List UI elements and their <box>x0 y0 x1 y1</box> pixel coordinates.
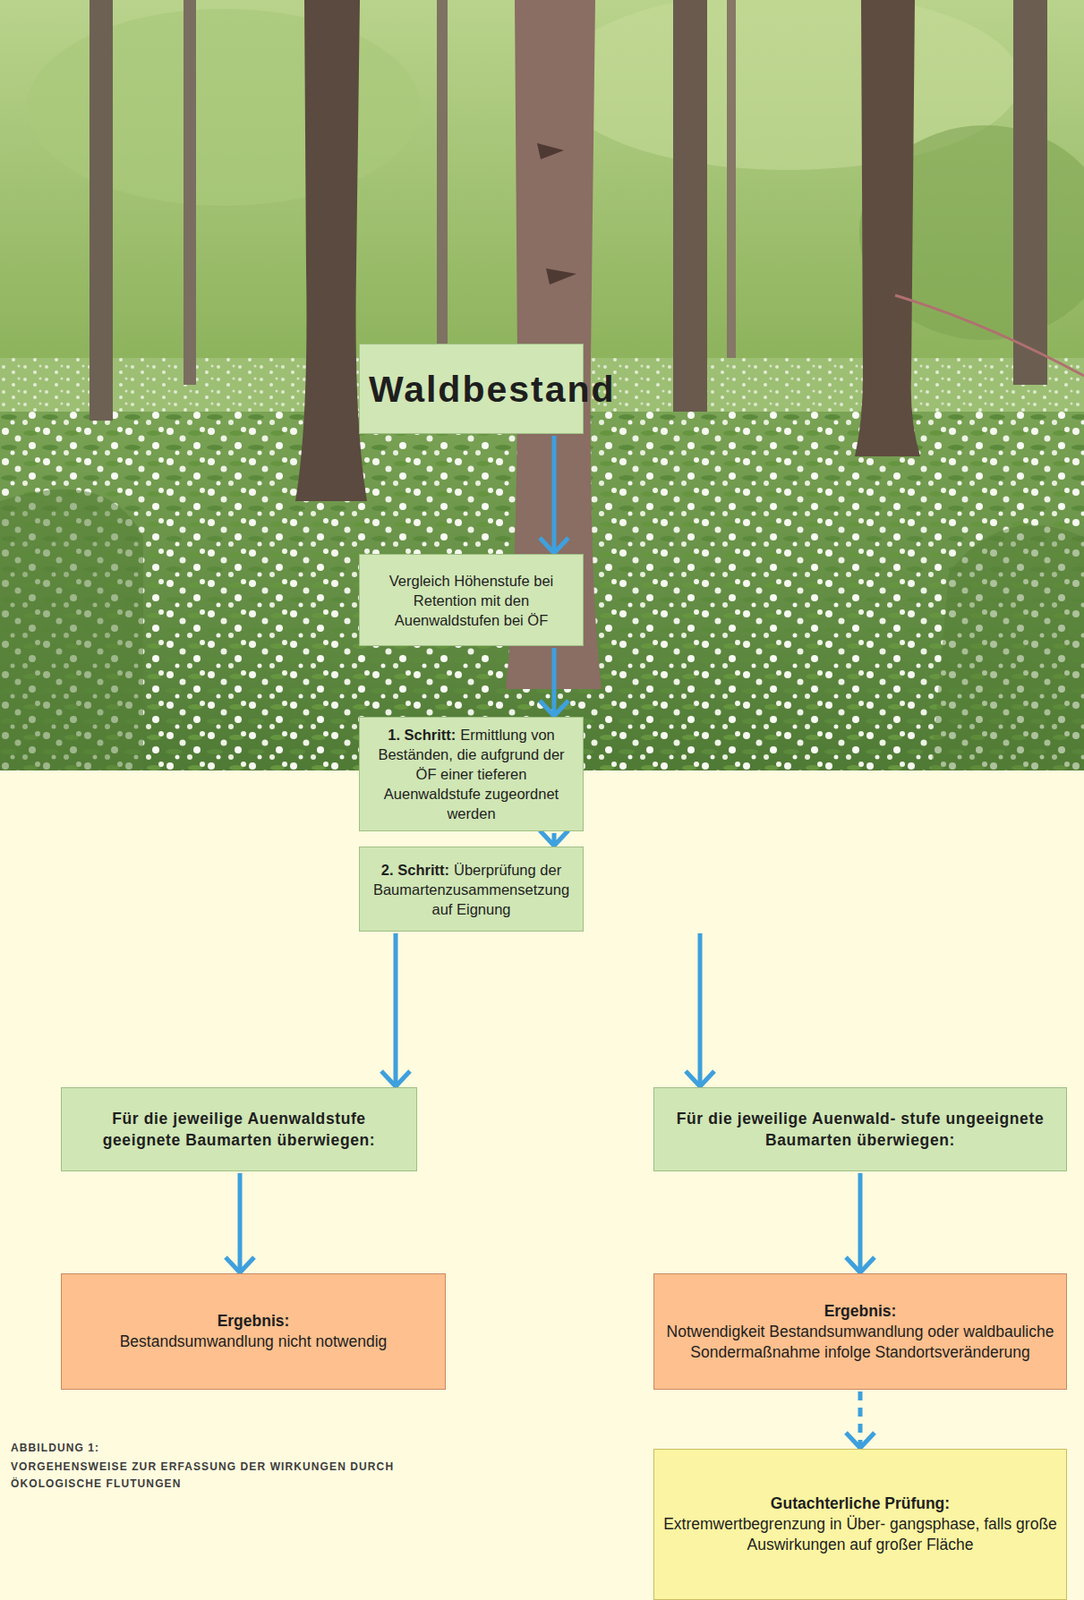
flow-arrow <box>238 1173 243 1273</box>
text-holder: Gutachterliche Prüfung:Extremwertbegrenz… <box>661 1493 1059 1556</box>
flow-arrow <box>552 435 557 554</box>
result-box: Ergebnis:Notwendigkeit Bestandsumwandlun… <box>653 1273 1067 1391</box>
step-box: 2. Schritt:Überprüfung der Baumartenzusa… <box>358 846 584 932</box>
text-holder: 1. Schritt:Ermittlung von Beständen, die… <box>367 725 576 824</box>
text-holder: Für die jeweilige Auenwald- stufe ungeei… <box>661 1108 1059 1152</box>
result-box: Ergebnis:Bestandsumwandlung nicht notwen… <box>60 1273 446 1391</box>
result-heading: Ergebnis: <box>68 1311 438 1332</box>
figure-number: ABBILDUNG 1: <box>10 1440 100 1458</box>
start-box: Waldbestand <box>358 343 584 435</box>
result-heading: Ergebnis: <box>661 1301 1059 1323</box>
text-holder: Vergleich Höhenstufe bei Retention mit d… <box>367 571 576 631</box>
flow-arrow <box>393 933 399 1087</box>
result-text: Extremwertbegrenzung in Über- gangsphase… <box>661 1514 1059 1556</box>
step-label: 2. Schritt: <box>381 862 450 879</box>
figure-caption: VORGEHENSWEISE ZUR ERFASSUNG DER WIRKUNG… <box>10 1459 405 1494</box>
node-title: Waldbestand <box>368 368 616 410</box>
flow-arrow <box>858 1173 863 1273</box>
flow-arrow <box>698 933 703 1087</box>
text-holder: 2. Schritt:Überprüfung der Baumartenzusa… <box>367 860 576 920</box>
flow-arrow <box>858 1391 863 1449</box>
step-box: 1. Schritt:Ermittlung von Beständen, die… <box>358 716 584 832</box>
text-holder: Ergebnis:Bestandsumwandlung nicht notwen… <box>68 1311 438 1353</box>
text-holder: Waldbestand <box>368 367 574 411</box>
result-heading: Gutachterliche Prüfung: <box>661 1493 1059 1515</box>
flow-arrow <box>552 648 557 717</box>
condition-box: Für die jeweilige Auenwaldstufe geeignet… <box>60 1087 418 1172</box>
result-text: Bestandsumwandlung nicht notwendig <box>68 1331 438 1353</box>
process-box: Vergleich Höhenstufe bei Retention mit d… <box>358 554 584 647</box>
condition-text: Für die jeweilige Auenwaldstufe geeignet… <box>68 1108 410 1152</box>
text-holder: Für die jeweilige Auenwaldstufe geeignet… <box>68 1108 410 1152</box>
review-box: Gutachterliche Prüfung:Extremwertbegrenz… <box>653 1449 1067 1600</box>
step-label: 1. Schritt: <box>387 726 456 743</box>
condition-text: Für die jeweilige Auenwald- stufe ungeei… <box>661 1108 1059 1152</box>
result-text: Notwendigkeit Bestandsumwandlung oder wa… <box>661 1322 1059 1364</box>
condition-box: Für die jeweilige Auenwald- stufe ungeei… <box>653 1087 1067 1172</box>
node-text: Vergleich Höhenstufe bei Retention mit d… <box>389 572 554 629</box>
flow-arrow <box>552 833 557 846</box>
text-holder: Ergebnis:Notwendigkeit Bestandsumwandlun… <box>661 1301 1059 1364</box>
